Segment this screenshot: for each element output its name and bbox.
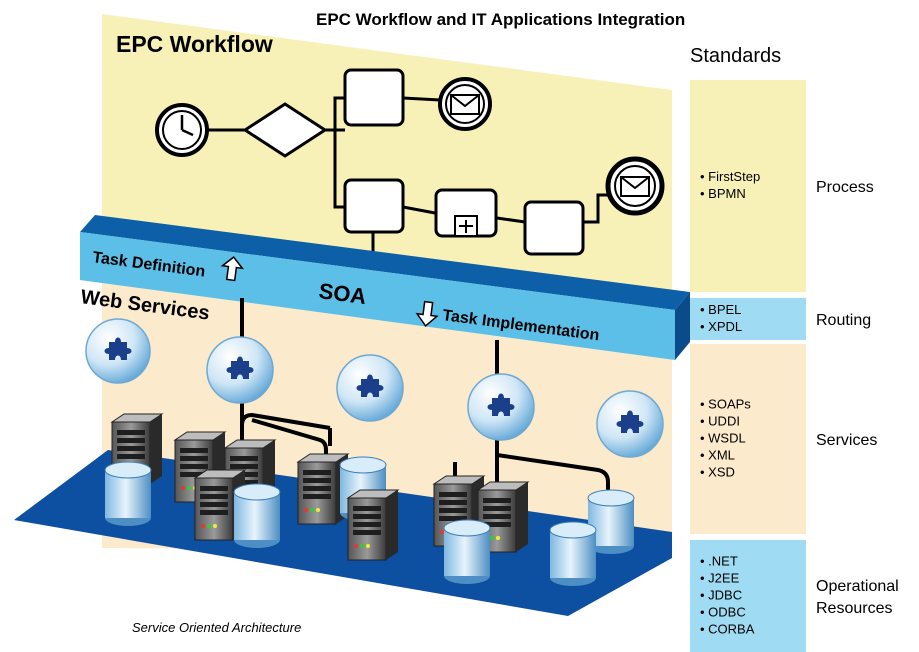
task-box-bottom xyxy=(343,178,405,234)
standard-item: • FirstStep xyxy=(700,169,760,184)
database-icon xyxy=(549,521,597,587)
standard-layer-label: Operational xyxy=(816,578,899,595)
standard-item: • ODBC xyxy=(700,605,746,620)
standard-layer-label: Routing xyxy=(816,312,871,329)
epc-workflow-label: EPC Workflow xyxy=(116,31,273,57)
standard-item: • BPEL xyxy=(700,302,741,317)
standard-item: • UDDI xyxy=(700,414,740,429)
figure-caption: Service Oriented Architecture xyxy=(132,620,301,635)
standards-table: • FirstStep • BPMN Process • BPEL • XPDL Rout… xyxy=(690,80,899,652)
standards-band-process xyxy=(690,80,806,292)
standard-item: • XML xyxy=(700,448,735,463)
standard-layer-label: Resources xyxy=(816,600,892,617)
gateway-diamond xyxy=(242,102,328,158)
service-orb xyxy=(336,354,404,422)
server-icon xyxy=(347,489,399,561)
timer-event-icon xyxy=(155,103,209,157)
standard-item: • J2EE xyxy=(700,571,740,586)
workflow-lines xyxy=(205,96,612,266)
diagram-title: EPC Workflow and IT Applications Integra… xyxy=(316,10,685,29)
standard-layer-label: Services xyxy=(816,432,877,449)
standard-item: • XPDL xyxy=(700,319,742,334)
service-orb xyxy=(467,373,535,441)
service-orb xyxy=(206,336,274,404)
standard-item: • JDBC xyxy=(700,588,742,603)
standards-band-routing xyxy=(690,298,806,340)
service-orb xyxy=(85,318,151,384)
message-event-icon xyxy=(438,77,492,131)
task-box-top xyxy=(343,68,405,127)
soa-label: SOA xyxy=(317,278,368,309)
database-icon xyxy=(233,483,281,549)
standard-layer-label: Process xyxy=(816,179,874,196)
database-icon xyxy=(443,519,491,585)
subprocess-box xyxy=(434,188,498,238)
database-icon xyxy=(104,461,152,527)
standard-item: • XSD xyxy=(700,465,735,480)
standard-item: • WSDL xyxy=(700,431,746,446)
down-arrow-icon xyxy=(415,300,439,328)
standards-band-services xyxy=(690,344,806,534)
message-end-event-icon xyxy=(605,156,665,216)
standards-heading: Standards xyxy=(690,45,781,67)
standards-band-operational-resources xyxy=(690,540,806,652)
task-box-right xyxy=(523,200,585,256)
standard-item: • SOAPs xyxy=(700,397,751,412)
standard-item: • .NET xyxy=(700,554,738,569)
up-arrow-icon xyxy=(220,256,245,282)
standard-item: • CORBA xyxy=(700,622,755,637)
service-orb xyxy=(596,390,664,458)
standard-item: • BPMN xyxy=(700,186,746,201)
